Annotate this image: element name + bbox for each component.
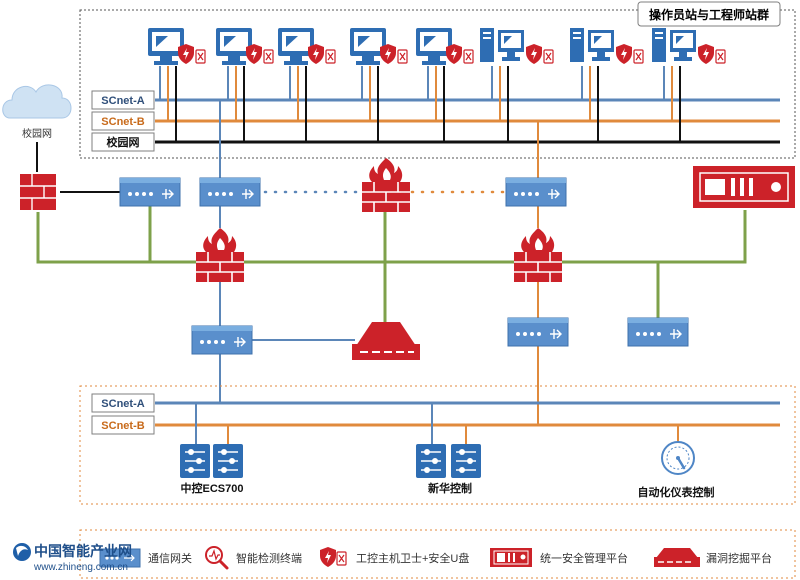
xinhua-controller-1 (415, 443, 447, 479)
workstation-4 (350, 28, 408, 65)
label-xinhua: 新华控制 (428, 481, 472, 495)
workstation-3 (278, 28, 336, 65)
operator-zone-title-box (637, 1, 781, 27)
label-automation: 自动化仪表控制 (638, 485, 715, 499)
label-bottom-scnet-b: SCnet-B (101, 420, 144, 432)
firewall-right (513, 227, 563, 283)
legend-label-shield: 工控主机卫士+安全U盘 (356, 551, 469, 565)
label-box-top-scnet-a (91, 90, 155, 110)
legend-shield-icon (320, 547, 347, 567)
gateway-3 (505, 177, 567, 207)
workstation-1 (148, 28, 206, 65)
workstation-8 (652, 28, 726, 64)
gateway-4 (191, 325, 253, 355)
firewall-campus (20, 174, 56, 210)
xinhua-controller-2 (450, 443, 482, 479)
legend-label-management: 统一安全管理平台 (540, 551, 628, 565)
gateway-6 (627, 317, 689, 347)
legend-detector-icon (205, 546, 229, 570)
operator-zone-title: 操作员站与工程师站群 (649, 7, 769, 22)
supcon-controller-2 (212, 443, 244, 479)
firewall-left (195, 227, 245, 283)
watermark-url: www.zhineng.com.cn (33, 562, 128, 573)
vuln-mining-platform (352, 322, 420, 360)
management-platform (693, 166, 795, 208)
legend-label-vuln: 漏洞挖掘平台 (706, 551, 772, 565)
watermark-brand: 中国智能产业网 (34, 543, 132, 559)
watermark-logo (13, 543, 31, 561)
workstation-6 (480, 28, 554, 64)
gateway-2 (199, 177, 261, 207)
legend-management-icon (490, 548, 532, 567)
label-box-bottom-scnet-a (91, 393, 155, 413)
label-bottom-scnet-a: SCnet-A (101, 398, 144, 410)
label-top-scnet-a: SCnet-A (101, 95, 144, 107)
supcon-controller-1 (179, 443, 211, 479)
label-box-top-campus (91, 132, 155, 152)
firewall-middle (361, 157, 411, 213)
legend-label-gateway: 通信网关 (148, 551, 192, 565)
gauge-icon (661, 441, 695, 475)
label-supcon: 中控ECS700 (181, 481, 244, 495)
cloud-label: 校园网 (22, 127, 52, 140)
label-top-campus: 校园网 (107, 135, 140, 149)
workstation-7 (570, 28, 644, 64)
control-zone-border (79, 385, 796, 505)
legend-vuln-icon (654, 548, 700, 567)
workstation-5 (416, 28, 474, 65)
green-backbone (36, 210, 747, 264)
gateway-5 (507, 317, 569, 347)
operator-zone-border (79, 9, 796, 159)
label-box-top-scnet-b (91, 111, 155, 131)
workstation-drops (159, 66, 681, 142)
legend-label-detector: 智能检测终端 (236, 551, 302, 565)
legend-border (79, 529, 796, 579)
gateway-1 (119, 177, 181, 207)
label-box-bottom-scnet-b (91, 415, 155, 435)
workstation-2 (216, 28, 274, 65)
cloud-icon (2, 84, 72, 119)
label-top-scnet-b: SCnet-B (101, 116, 144, 128)
legend-gateway-icon (99, 548, 141, 568)
